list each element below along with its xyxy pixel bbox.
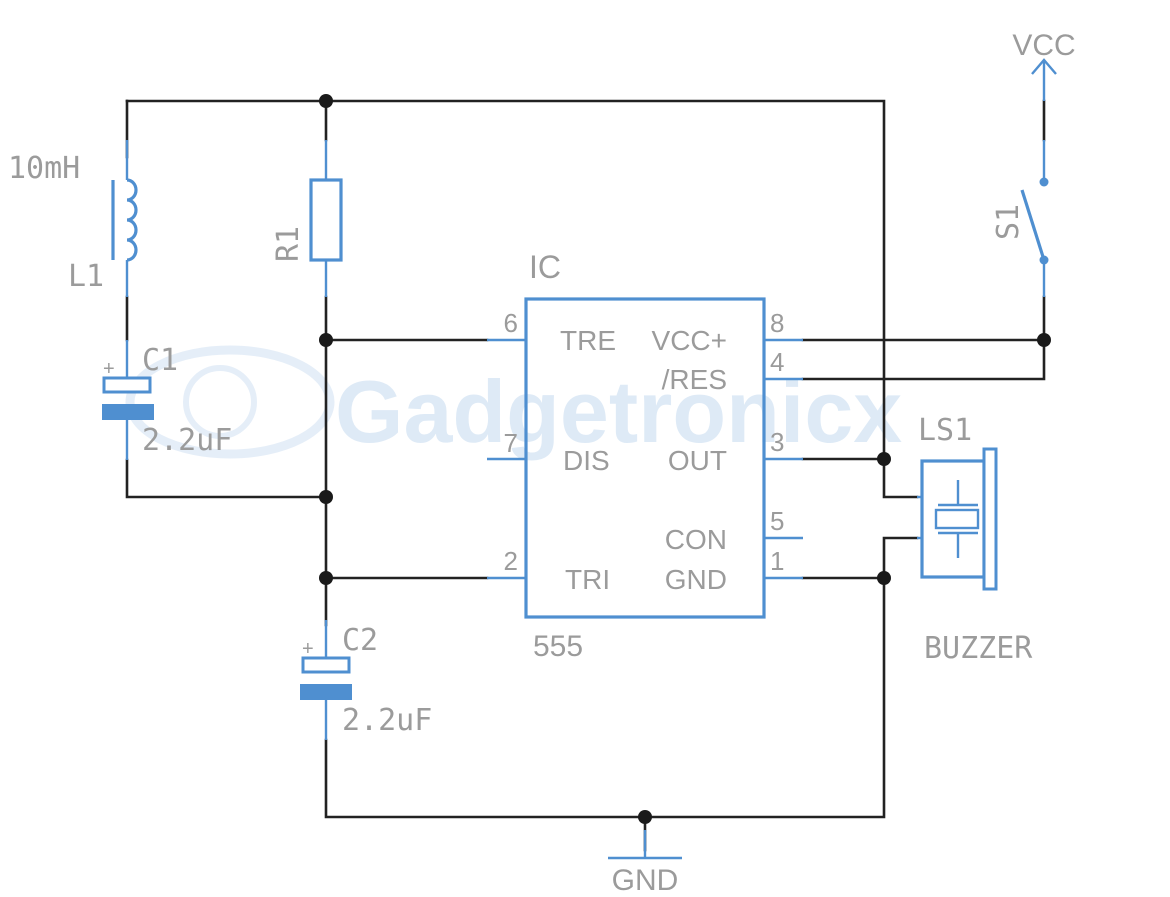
inductor-l1: 10mH L1: [8, 140, 138, 297]
ic-ref: IC: [529, 249, 561, 285]
gnd-symbol: GND: [608, 830, 682, 897]
s1-ref: S1: [991, 204, 1026, 240]
buzzer-value: BUZZER: [924, 631, 1033, 666]
resistor-r1: R1: [271, 140, 343, 297]
pin-label-res: /RES: [662, 364, 727, 395]
pin-label-out: OUT: [668, 445, 727, 476]
l1-value: 10mH: [8, 151, 80, 186]
capacitor-c1: + C1 2.2uF: [102, 340, 232, 460]
c2-value: 2.2uF: [342, 703, 432, 738]
buzzer-ls1: LS1 BUZZER: [917, 413, 1033, 666]
pin-label-tri: TRI: [565, 564, 610, 595]
pin8-number: 8: [770, 308, 784, 338]
wire-ground-loop: [324, 576, 886, 819]
junction-dot: [877, 571, 891, 585]
pin-label-con: CON: [665, 524, 727, 555]
junction-dot: [877, 452, 891, 466]
junction-dot: [319, 490, 333, 504]
junction-dot: [319, 571, 333, 585]
switch-s1: S1: [991, 140, 1049, 297]
pin7-number: 7: [504, 428, 518, 458]
c2-ref: C2: [342, 623, 378, 658]
buzzer-ref: LS1: [918, 413, 972, 448]
junction-dot: [319, 94, 333, 108]
junction-dot: [638, 810, 652, 824]
junctions: [319, 94, 1051, 824]
pin5-number: 5: [770, 506, 784, 536]
pin-label-dis: DIS: [563, 445, 610, 476]
watermark-text: Gadgetronicx: [335, 362, 902, 461]
capacitor-c2: + C2 2.2uF: [300, 620, 432, 740]
wire-buzzer-bottom: [882, 536, 919, 580]
ic-555: IC 555 6 7 2 8 4 3 5 1 TRE DIS TRI VCC+ …: [487, 249, 803, 663]
junction-dot: [1037, 333, 1051, 347]
pin-label-tre: TRE: [560, 325, 616, 356]
r1-ref: R1: [271, 226, 306, 262]
wire-pin4: [801, 338, 1046, 381]
wire-top-loop: [125, 99, 919, 499]
pin6-number: 6: [504, 308, 518, 338]
c1-value: 2.2uF: [142, 423, 232, 458]
vcc-symbol: VCC: [1012, 29, 1076, 101]
gnd-label: GND: [612, 864, 679, 897]
pin1-number: 1: [770, 546, 784, 576]
junction-dot: [319, 333, 333, 347]
pin4-number: 4: [770, 347, 784, 377]
wire-c1-bottom: [125, 458, 328, 499]
wires: [125, 99, 1046, 852]
vcc-label: VCC: [1012, 29, 1075, 62]
pin-label-gnd: GND: [665, 564, 727, 595]
c1-plus: +: [103, 358, 115, 380]
pin2-number: 2: [504, 546, 518, 576]
c2-plus: +: [302, 638, 314, 660]
l1-ref: L1: [68, 259, 104, 294]
ic-part: 555: [533, 630, 583, 663]
pin-label-vcc: VCC+: [652, 325, 727, 356]
c1-ref: C1: [142, 343, 178, 378]
pin3-number: 3: [770, 427, 784, 457]
